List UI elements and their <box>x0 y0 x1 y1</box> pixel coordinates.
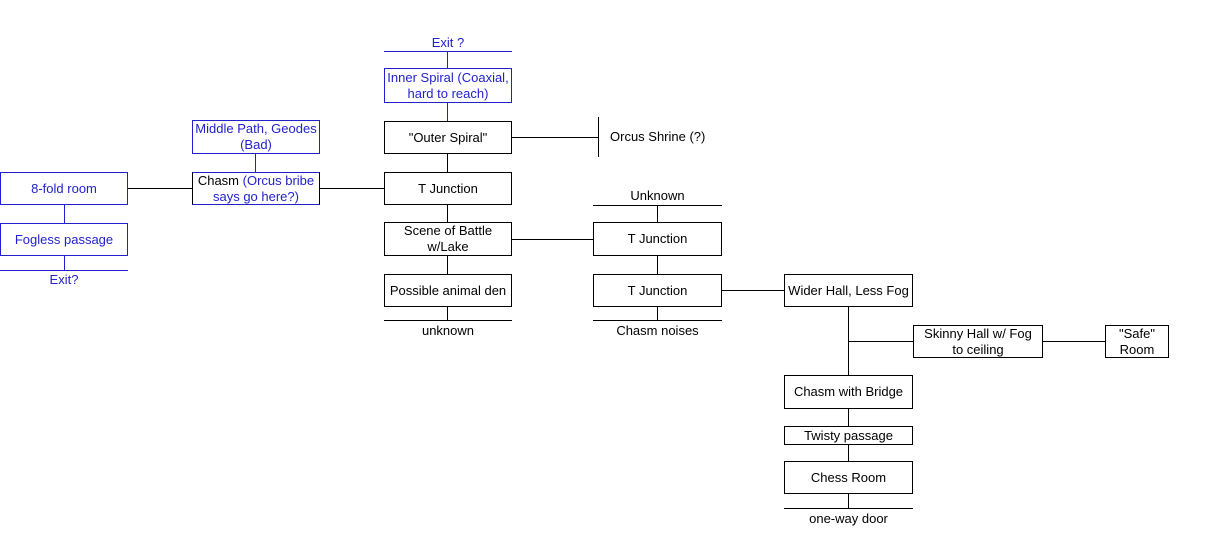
node-chasm: Chasm (Orcus bribe says go here?) <box>192 172 320 205</box>
node-t-junction-r2: T Junction <box>593 274 722 307</box>
node-scene-of-battle: Scene of Battle w/Lake <box>384 222 512 256</box>
label-exit-top: Exit ? <box>431 35 465 50</box>
node-outer-spiral: "Outer Spiral" <box>384 121 512 154</box>
node-fogless-passage: Fogless passage <box>0 223 128 256</box>
connector-line <box>447 256 448 274</box>
connector-end-tick <box>598 117 599 157</box>
node-t-junction-center: T Junction <box>384 172 512 205</box>
connector-line <box>848 494 849 508</box>
connector-line <box>848 409 849 426</box>
unexplored-passage-line <box>384 320 512 321</box>
connector-line <box>848 341 913 342</box>
node-safe-room: "Safe" Room <box>1105 325 1169 358</box>
unexplored-passage-line <box>593 320 722 321</box>
label-unknown-top: Unknown <box>630 188 685 203</box>
connector-line <box>64 205 65 223</box>
chasm-label: Chasm (Orcus bribe says go here?) <box>198 173 314 205</box>
node-inner-spiral: Inner Spiral (Coaxial, hard to reach) <box>384 68 512 103</box>
connector-line <box>64 256 65 270</box>
label-unknown-bottom: unknown <box>421 323 475 338</box>
connector-line <box>447 205 448 222</box>
unexplored-passage-line <box>784 508 913 509</box>
label-orcus-shrine: Orcus Shrine (?) <box>610 129 706 144</box>
connector-line <box>447 51 448 68</box>
node-possible-animal-den: Possible animal den <box>384 274 512 307</box>
connector-line <box>128 188 192 189</box>
connector-line <box>512 137 598 138</box>
node-t-junction-r1: T Junction <box>593 222 722 256</box>
node-wider-hall: Wider Hall, Less Fog <box>784 274 913 307</box>
connector-line <box>722 290 784 291</box>
label-exit-left: Exit? <box>49 272 79 287</box>
connector-line <box>657 307 658 320</box>
node-middle-path: Middle Path, Geodes (Bad) <box>192 120 320 154</box>
connector-line <box>1043 341 1105 342</box>
node-twisty-passage: Twisty passage <box>784 426 913 445</box>
connector-line <box>320 188 384 189</box>
connector-line <box>447 154 448 172</box>
unexplored-passage-line <box>0 270 128 271</box>
node-skinny-hall: Skinny Hall w/ Fog to ceiling <box>913 325 1043 358</box>
chasm-label-black: Chasm <box>197 172 243 188</box>
node-chasm-with-bridge: Chasm with Bridge <box>784 375 913 409</box>
label-chasm-noises: Chasm noises <box>616 323 699 338</box>
node-chess-room: Chess Room <box>784 461 913 494</box>
connector-line <box>848 444 849 461</box>
connector-line <box>255 154 256 172</box>
connector-line <box>657 256 658 274</box>
node-eight-fold-room: 8-fold room <box>0 172 128 205</box>
connector-line <box>657 205 658 222</box>
connector-line <box>447 307 448 320</box>
label-one-way-door: one-way door <box>809 511 888 526</box>
connector-line <box>512 239 593 240</box>
unexplored-passage-line <box>384 51 512 52</box>
connector-line <box>447 103 448 121</box>
chasm-label-blue: (Orcus bribe says go here?) <box>212 172 315 204</box>
